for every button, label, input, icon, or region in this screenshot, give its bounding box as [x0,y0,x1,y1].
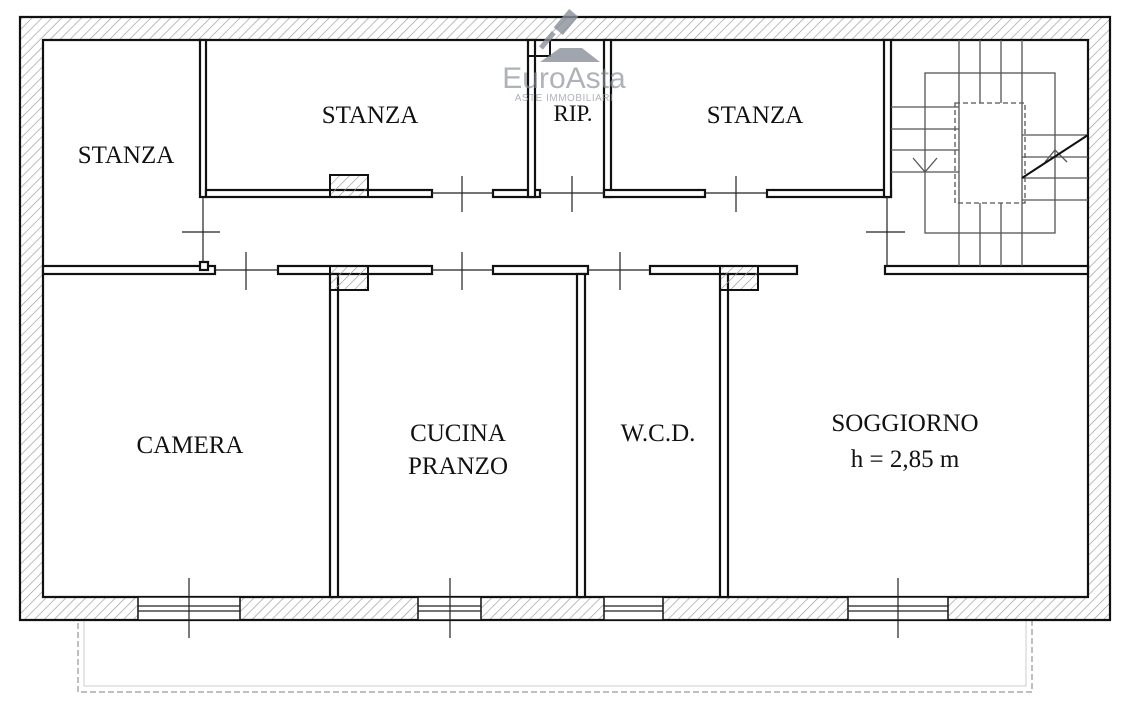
exterior-wall [18,15,1112,638]
room-label-stanza: STANZA [78,142,175,169]
door-marks [182,176,905,290]
room-label-stanza: STANZA [707,102,804,129]
room-label-pranzo: PRANZO [408,453,508,480]
gavel-icon [539,8,600,62]
euroasta-watermark: EuroAsta ASTE IMMOBILIARI [502,8,626,104]
room-label-wcd: W.C.D. [621,420,696,447]
room-label-rip: RIP. [554,101,593,126]
room-label-camera: CAMERA [137,432,244,459]
interior-walls [41,38,1090,599]
watermark-tagline: ASTE IMMOBILIARI [515,93,614,104]
chimney [329,265,369,291]
room-label-cucina: CUCINA [410,420,506,447]
ceiling-height-note: h = 2,85 m [851,446,960,473]
chimney [719,265,759,291]
watermark-brand: EuroAsta [502,62,626,95]
room-label-soggiorno: SOGGIORNO [831,410,978,437]
balcony-outline [77,619,1033,693]
room-label-stanza: STANZA [322,102,419,129]
chimney [329,174,369,198]
staircase [891,40,1089,266]
